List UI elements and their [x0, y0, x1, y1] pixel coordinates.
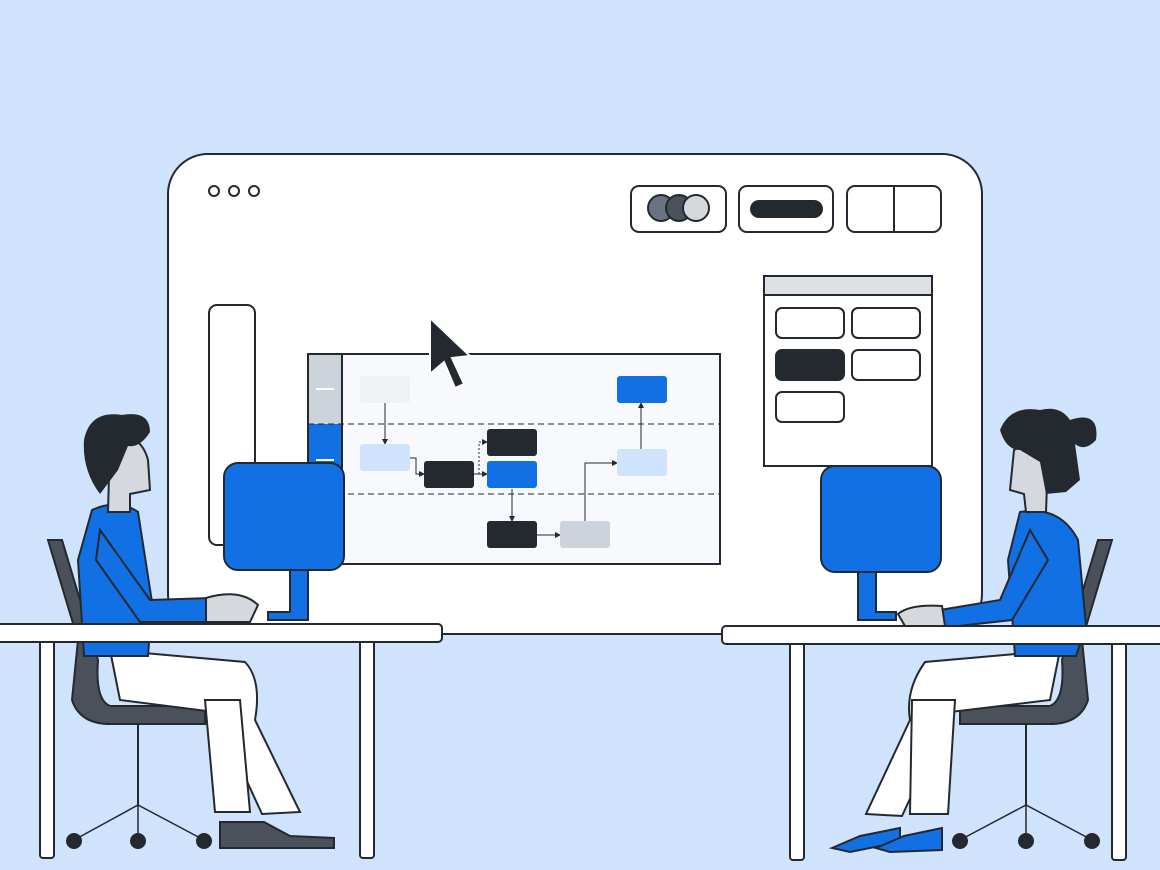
person-right [828, 408, 1114, 854]
desk-left [0, 623, 443, 859]
diagram-node[interactable] [617, 449, 667, 476]
app-window [167, 153, 983, 635]
split-view-icon[interactable] [846, 185, 942, 233]
shape-option[interactable] [775, 307, 845, 339]
chair [959, 539, 1114, 725]
share-button[interactable] [738, 185, 834, 233]
diagram-canvas[interactable] [307, 353, 721, 565]
diagram-node[interactable] [360, 444, 410, 471]
chair [46, 539, 206, 725]
shape-option[interactable] [851, 349, 921, 381]
shape-option[interactable] [851, 307, 921, 339]
diagram-node[interactable] [617, 376, 667, 403]
person-left [46, 414, 335, 849]
diagram-node[interactable] [424, 461, 474, 488]
desk-right [721, 625, 1160, 861]
mouse-pointer-icon [429, 315, 473, 390]
avatar-icon [682, 194, 710, 222]
shape-panel [763, 275, 933, 467]
three-dots-icon[interactable] [208, 185, 260, 197]
diagram-node[interactable] [360, 376, 410, 403]
diagram-node[interactable] [487, 521, 537, 548]
monitor-right [820, 465, 942, 621]
monitor-left [223, 462, 345, 621]
diagram-node[interactable] [487, 429, 537, 456]
diagram-node[interactable] [487, 461, 537, 488]
diagram-node[interactable] [560, 521, 610, 548]
avatar-group-button[interactable] [630, 185, 727, 233]
shape-option-selected[interactable] [775, 349, 845, 381]
shape-option[interactable] [775, 391, 845, 423]
